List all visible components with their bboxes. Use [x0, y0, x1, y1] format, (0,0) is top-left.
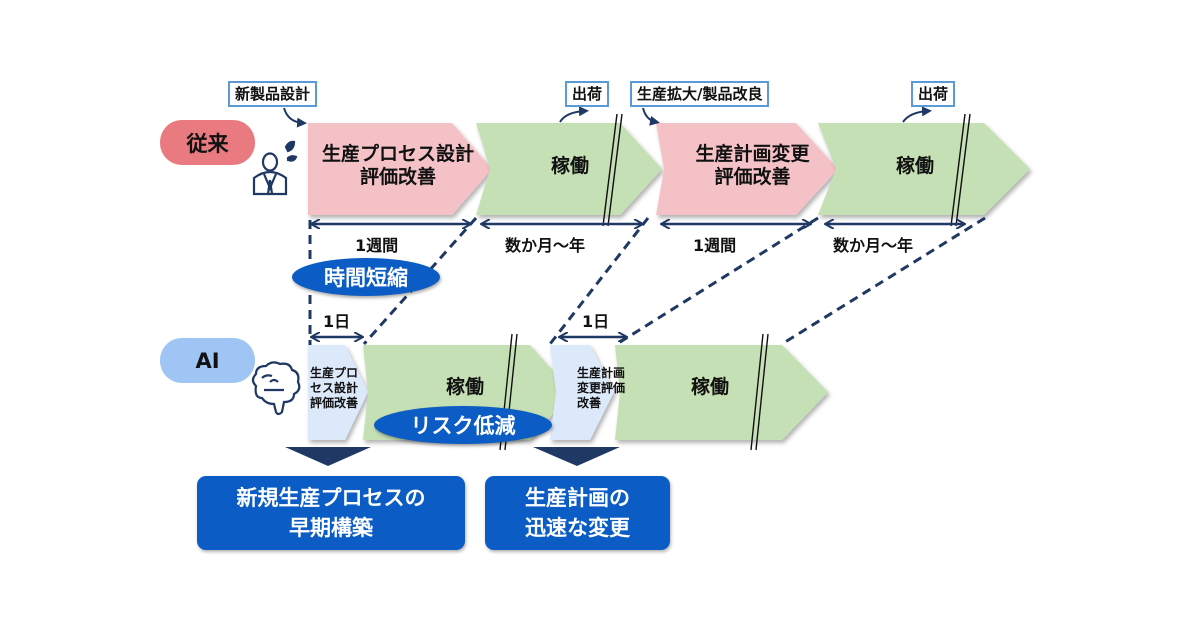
ai-design-line1: 生産プロ: [310, 366, 359, 380]
stage-conv-design: [308, 123, 492, 215]
stage-conv-operation-1: [476, 123, 662, 215]
conv-design-line1: 生産プロセス設計: [321, 143, 474, 165]
duration-conv-4: 数か月～年: [833, 236, 914, 255]
ai-plan-change-text: 生産計画 変更評価 改善: [577, 366, 641, 411]
conv-design-line2: 評価改善: [359, 165, 436, 188]
conv-plan-change-text: 生産計画変更 評価改善: [670, 143, 835, 189]
result-rapid-plan-change: 生産計画の 迅速な変更: [485, 476, 670, 550]
duration-ai-1: 1日: [323, 312, 351, 331]
result-2-line2: 迅速な変更: [525, 516, 630, 540]
ai-operation-1-text: 稼働: [445, 376, 484, 398]
duration-conv-2: 数か月～年: [505, 236, 586, 255]
stage-conv-operation-2: [818, 123, 1030, 215]
down-arrow-1: [285, 447, 371, 466]
stage-ai-design: [308, 345, 368, 440]
stage-ai-plan-change: [550, 345, 614, 440]
conventional-row-label: 従来: [160, 120, 255, 165]
duration-arrows: [312, 224, 964, 337]
conv-operation-1-text: 稼働: [550, 155, 589, 177]
duration-ai-2: 1日: [582, 312, 610, 331]
result-2-line1: 生産計画の: [525, 486, 630, 510]
conv-operation-2-text: 稼働: [895, 155, 934, 177]
ai-design-line2: セス設計: [310, 381, 359, 395]
ai-plan-line1: 生産計画: [577, 366, 626, 380]
conv-design-text: 生産プロセス設計 評価改善: [308, 143, 488, 189]
risk-reduction-badge: リスク低減: [374, 406, 552, 444]
callout-new-product-design: 新製品設計: [228, 81, 318, 107]
callout-expansion-improvement: 生産拡大/製品改良: [630, 81, 770, 107]
result-early-process-build: 新規生産プロセスの 早期構築: [197, 476, 465, 550]
conventional-stages: [308, 123, 1030, 215]
conv-plan-line2: 評価改善: [714, 165, 791, 188]
stage-ai-operation-2: [615, 345, 828, 440]
down-arrow-2: [533, 447, 620, 466]
callout-shipment-1: 出荷: [565, 81, 610, 107]
ai-row-label: AI: [160, 338, 255, 383]
callout-shipment-2: 出荷: [911, 81, 956, 107]
duration-conv-1: 1週間: [355, 236, 399, 255]
sweating-person-icon: [252, 140, 298, 196]
ai-design-text: 生産プロ セス設計 評価改善: [310, 366, 366, 411]
ai-operation-2-text: 稼働: [690, 376, 729, 398]
conv-plan-line1: 生産計画変更: [695, 143, 810, 165]
brain-icon: [251, 361, 301, 416]
callout-arrows: [283, 106, 932, 128]
ai-plan-line2: 変更評価: [577, 381, 626, 395]
result-1-line1: 新規生産プロセスの: [236, 486, 426, 510]
time-reduction-badge: 時間短縮: [292, 258, 440, 296]
result-1-line2: 早期構築: [289, 516, 373, 540]
ai-design-line3: 評価改善: [310, 396, 359, 410]
duration-conv-3: 1週間: [693, 236, 737, 255]
stage-conv-plan-change: [656, 123, 838, 215]
ai-plan-line3: 改善: [577, 396, 602, 410]
